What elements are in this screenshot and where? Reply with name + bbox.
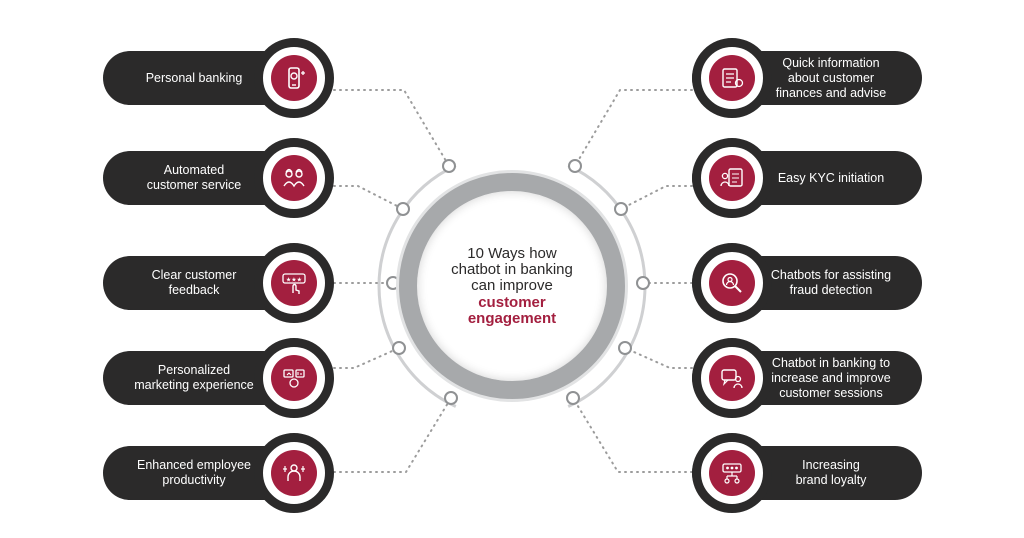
right-item-4-badge [692, 338, 772, 418]
marketing-analytics-icon [283, 369, 305, 388]
left-item-5-badge [254, 433, 334, 513]
center-highlight: customer engagement [467, 293, 557, 327]
right-item-2-badge [692, 138, 772, 218]
connector-node-7 [614, 202, 628, 216]
left-item-3-badge: ★★★ [254, 243, 334, 323]
left-item-3-label: Clear customer feedback [151, 268, 237, 297]
right-leader-line-4 [624, 347, 693, 369]
left-item-1-label: Personal banking [145, 70, 243, 85]
employee-productivity-icon [283, 464, 305, 481]
right-leader-line-5 [572, 397, 693, 473]
kyc-document-icon [720, 168, 743, 187]
finance-info-icon [722, 68, 744, 88]
right-item-2-label: Easy KYC initiation [777, 170, 885, 185]
connector-node-8 [636, 276, 650, 290]
connector-node-4 [392, 341, 406, 355]
left-leader-line-2 [333, 185, 404, 210]
connector-node-1 [442, 159, 456, 173]
left-item-2-badge [254, 138, 334, 218]
center-title: 10 Ways how chatbot in banking can impro… [451, 244, 573, 294]
connector-node-5 [444, 391, 458, 405]
right-leader-line-1 [574, 89, 693, 167]
svg-text:★★★: ★★★ [286, 277, 302, 284]
left-leader-line-5 [333, 397, 452, 473]
right-item-5-badge [692, 433, 772, 513]
right-item-1-label: Quick information about customer finance… [775, 55, 887, 100]
left-leader-line-1 [333, 89, 450, 167]
connector-node-6 [568, 159, 582, 173]
connector-node-3 [386, 276, 400, 290]
left-leader-line-4 [333, 347, 400, 369]
right-item-3-badge [692, 243, 772, 323]
outer-arc-left [377, 164, 457, 408]
connector-node-10 [566, 391, 580, 405]
left-item-4-label: Personalized marketing experience [134, 363, 254, 392]
right-item-5-label: Increasing brand loyalty [795, 458, 867, 487]
center-circle: 10 Ways how chatbot in banking can impro… [399, 173, 625, 399]
left-item-5-label: Enhanced employee productivity [137, 458, 251, 487]
connector-node-2 [396, 202, 410, 216]
brand-loyalty-icon [722, 463, 742, 484]
mobile-banking-icon [288, 67, 305, 89]
left-item-2-label: Automated customer service [146, 163, 242, 192]
right-item-4-label: Chatbot in banking to increase and impro… [771, 355, 891, 400]
connector-node-9 [618, 341, 632, 355]
left-item-1-badge [254, 38, 334, 118]
star-rating-feedback-icon: ★★★ [282, 273, 306, 294]
right-leader-line-2 [620, 185, 693, 210]
left-item-4-badge [254, 338, 334, 418]
right-item-1-badge [692, 38, 772, 118]
fraud-detection-icon [722, 273, 742, 293]
customer-service-team-icon [283, 168, 305, 188]
right-item-3-label: Chatbots for assisting fraud detection [770, 268, 892, 297]
customer-sessions-icon [721, 369, 743, 389]
